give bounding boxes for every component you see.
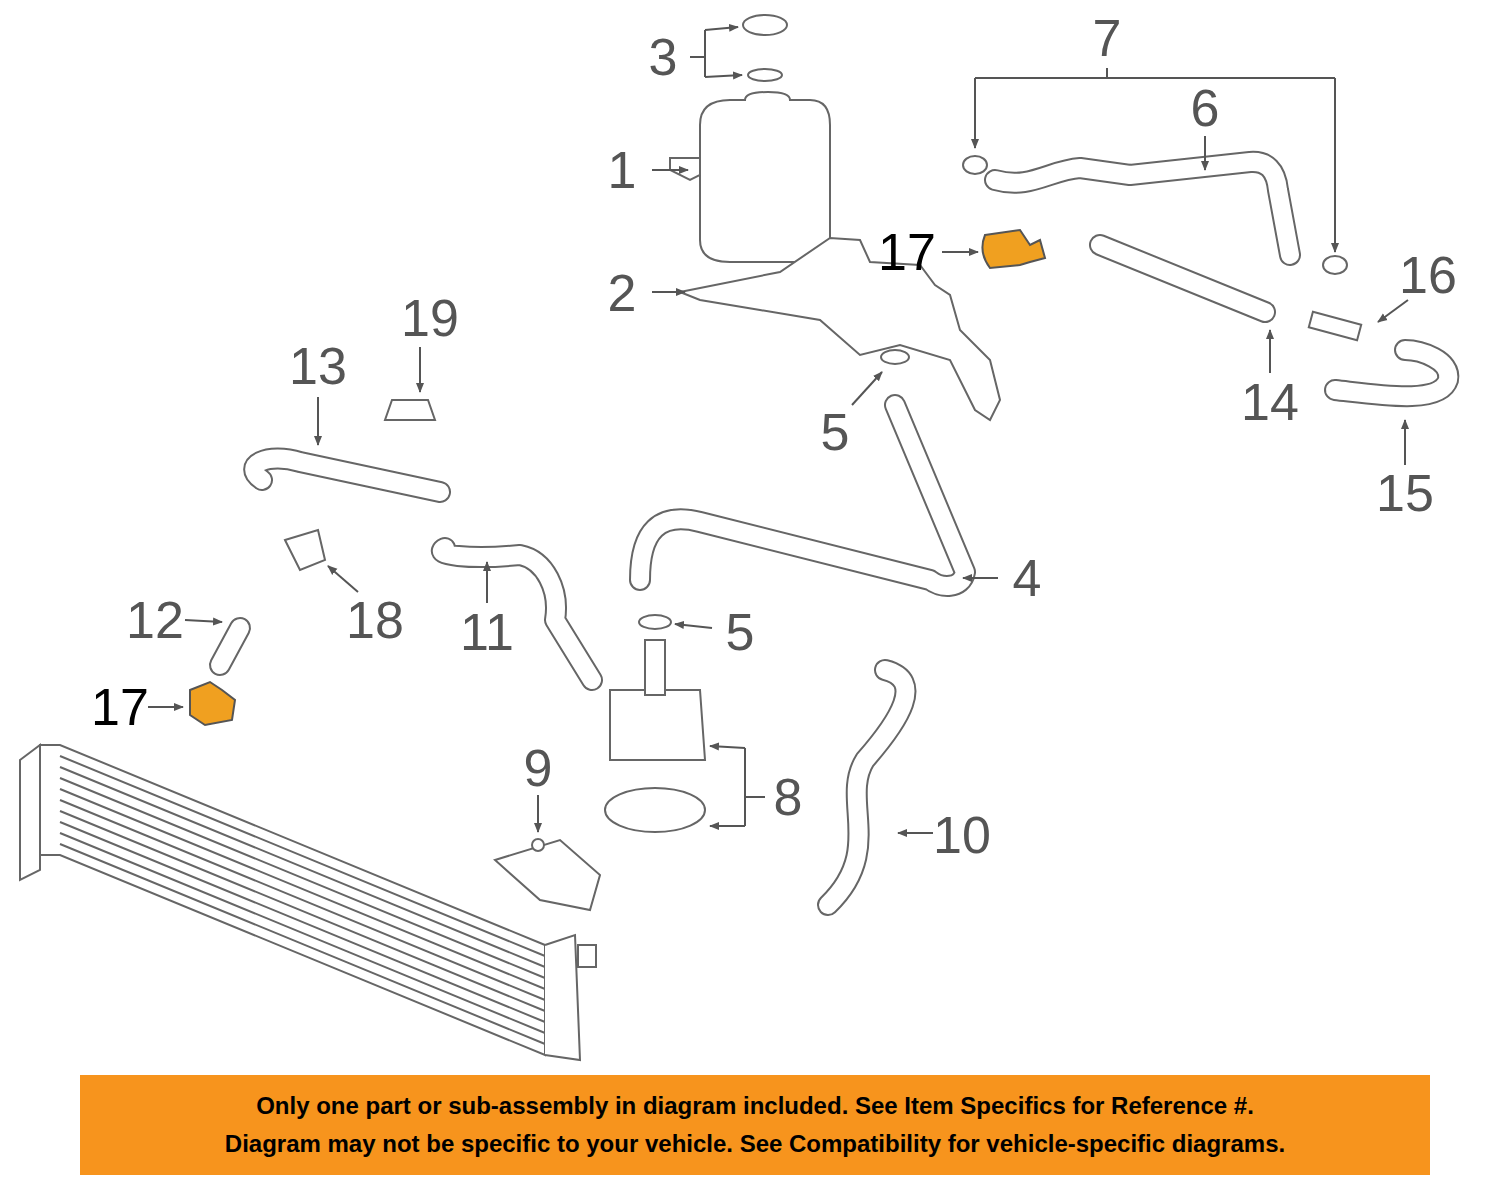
illustration-stroke <box>254 458 440 492</box>
illustration-stroke <box>748 69 782 81</box>
callout-number: 13 <box>289 340 347 392</box>
callout-number: 5 <box>726 606 755 658</box>
illustration-stroke <box>40 745 545 1055</box>
illustration-stroke <box>1335 350 1448 396</box>
callout-number: 8 <box>774 771 803 823</box>
illustration-stroke <box>220 628 240 665</box>
illustration-stroke <box>975 68 1335 78</box>
callout-number: 1 <box>608 144 637 196</box>
callout-number: 15 <box>1376 467 1434 519</box>
callout-number: 14 <box>1241 376 1299 428</box>
illustration-stroke <box>442 548 592 680</box>
illustration-stroke <box>1100 245 1265 312</box>
illustration-stroke <box>419 347 421 392</box>
callout-number: 17 <box>878 226 936 278</box>
notice-text: Diagram may not be specific to your vehi… <box>225 1125 1285 1163</box>
hoses <box>220 162 1448 905</box>
illustration-stroke <box>639 615 671 629</box>
illustration-stroke <box>385 400 435 420</box>
radiator <box>20 745 596 1060</box>
illustration-stroke <box>148 706 183 708</box>
callout-number: 12 <box>126 594 184 646</box>
callout-number: 4 <box>1013 552 1042 604</box>
illustration-stroke <box>220 162 1448 905</box>
illustration-stroke <box>640 405 965 586</box>
callout-number: 16 <box>1399 249 1457 301</box>
illustration-stroke <box>610 690 705 760</box>
illustration-stroke <box>545 935 580 1060</box>
callout-number: 7 <box>1093 12 1122 64</box>
illustration-stroke <box>532 839 544 851</box>
callout-number: 5 <box>821 406 850 458</box>
illustration-stroke <box>220 628 240 665</box>
illustration-stroke <box>745 748 765 826</box>
illustration-stroke <box>605 788 705 832</box>
illustration-stroke <box>828 670 905 905</box>
illustration-stroke <box>1378 300 1408 322</box>
illustration-stroke <box>60 756 545 1044</box>
illustration-stroke <box>537 795 539 832</box>
illustration-stroke <box>705 75 742 77</box>
callout-number: 11 <box>460 606 514 658</box>
illustration-stroke <box>700 92 830 262</box>
coolant-parts <box>285 15 1361 910</box>
callout-number: 18 <box>346 594 404 646</box>
illustration-stroke <box>963 156 987 174</box>
illustration-stroke <box>185 620 222 622</box>
illustration-stroke <box>578 945 596 967</box>
illustration-stroke <box>675 624 712 628</box>
illustration-stroke <box>20 745 40 880</box>
illustration-stroke <box>1309 312 1361 340</box>
notice-text: Only one part or sub-assembly in diagram… <box>256 1087 1254 1125</box>
illustration-stroke <box>710 825 745 827</box>
callout-number: 3 <box>649 31 678 83</box>
illustration-stroke <box>317 397 319 445</box>
illustration-stroke <box>898 832 933 834</box>
illustration-stroke <box>963 577 998 579</box>
illustration-stroke <box>942 251 978 253</box>
illustration-stroke <box>705 27 738 30</box>
callout-number: 19 <box>401 292 459 344</box>
illustration-stroke <box>852 372 882 405</box>
illustration-stroke <box>1404 420 1406 465</box>
illustration-stroke <box>1323 256 1347 274</box>
illustration-stroke <box>254 458 440 492</box>
callout-number: 17 <box>91 681 149 733</box>
illustration-stroke <box>328 566 358 592</box>
illustration-stroke <box>652 291 685 293</box>
illustration-stroke <box>690 30 705 77</box>
callout-number: 6 <box>1191 82 1220 134</box>
illustration-stroke <box>743 15 787 35</box>
illustration-stroke <box>1204 136 1206 170</box>
illustration-stroke <box>645 640 665 695</box>
illustration-stroke <box>486 562 488 603</box>
illustration-stroke <box>974 78 976 148</box>
highlighted-part <box>190 230 1045 725</box>
illustration-stroke <box>442 548 592 680</box>
illustration-stroke <box>1100 245 1265 312</box>
illustration-stroke <box>1269 330 1271 373</box>
notice-banner: Only one part or sub-assembly in diagram… <box>80 1075 1430 1175</box>
illustration-stroke <box>285 530 325 570</box>
illustration-stroke <box>982 230 1045 268</box>
illustration-stroke <box>190 682 235 725</box>
illustration-stroke <box>220 162 1448 905</box>
callout-number: 9 <box>524 742 553 794</box>
illustration-stroke <box>652 169 688 171</box>
leader-lines <box>148 27 1408 833</box>
illustration-stroke <box>881 350 909 364</box>
illustration-stroke <box>828 670 905 905</box>
illustration-stroke <box>495 840 600 910</box>
callout-number: 2 <box>608 267 637 319</box>
callout-number: 10 <box>933 809 991 861</box>
illustration-stroke <box>1334 78 1336 252</box>
illustration-stroke <box>1335 350 1448 396</box>
illustration-stroke <box>710 746 745 748</box>
illustration-stroke <box>680 238 1000 420</box>
illustration-stroke <box>640 405 965 586</box>
